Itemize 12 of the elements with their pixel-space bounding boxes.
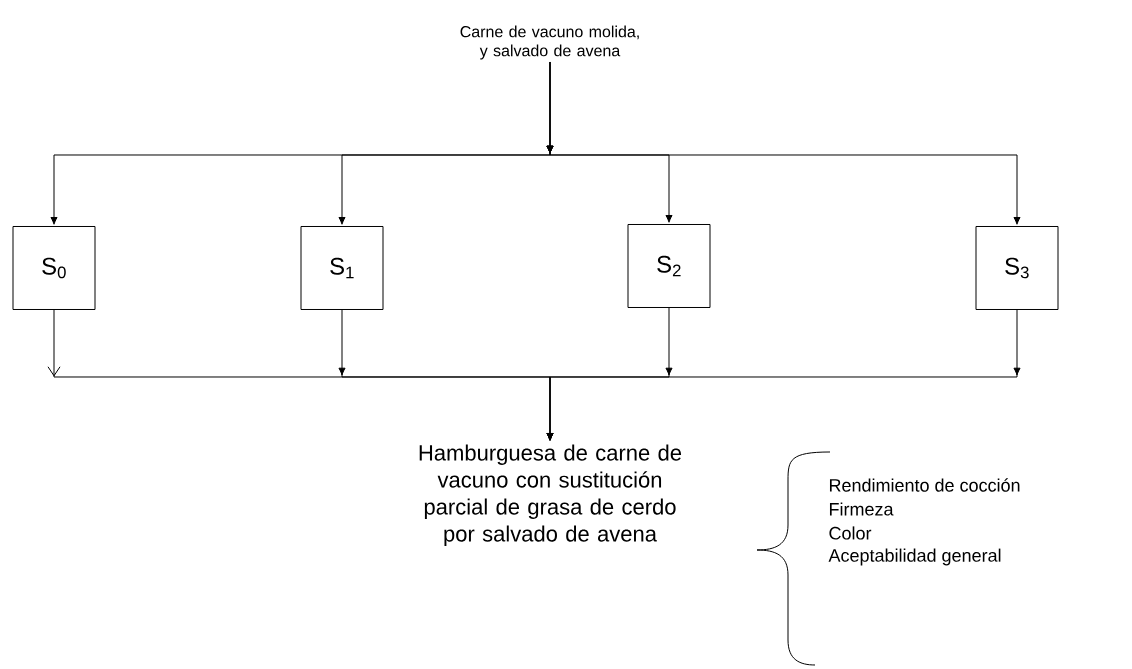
input-text: Carne de vacuno molida, y salvado de avena <box>460 25 639 60</box>
treatment-box: S$_{1}$ <box>300 226 384 310</box>
treatment-box: S$_{3}$ <box>975 226 1059 310</box>
arrow <box>546 309 1021 441</box>
measurement-label: Color <box>829 526 872 540</box>
product-text: Hamburguesa de carne de vacuno con sustitución parcial de grasa de cerdo por salvado de avena <box>419 444 682 546</box>
arrow <box>546 61 1021 225</box>
measurement-label: Firmeza <box>830 502 894 516</box>
measurement-label: Aceptabilidad general <box>828 548 1001 566</box>
treatment-box: S$_{0}$ <box>12 226 96 310</box>
treatment-box: S$_{2}$ <box>627 224 711 308</box>
measurement-label: Rendimiento de cocción <box>830 478 1020 492</box>
